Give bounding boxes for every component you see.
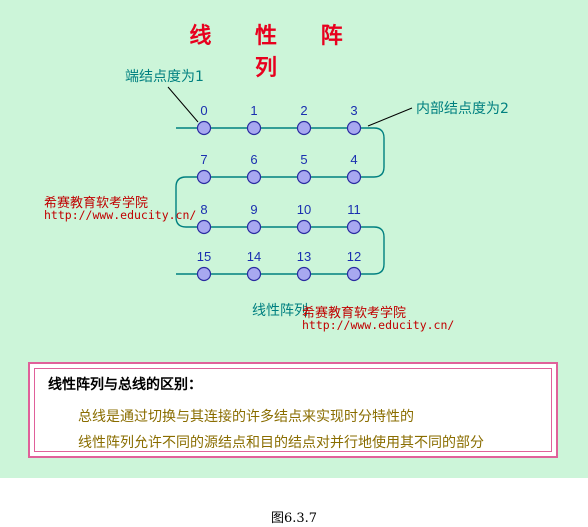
node-label: 5 [300,152,307,167]
node-label: 6 [250,152,257,167]
node-label: 12 [347,249,361,264]
node-label: 0 [200,103,207,118]
difference-line: 总线是通过切换与其连接的许多结点来实现时分特性的 [78,409,414,425]
node-5 [296,169,312,185]
watermark-name: 希赛教育软考学院 [302,306,407,321]
node-12 [346,266,362,282]
node-label: 14 [247,249,261,264]
difference-box-inner-border [34,368,552,452]
watermark-url: http://www.educity.cn/ [302,318,455,332]
end-node-pointer [167,86,199,123]
node-label: 13 [297,249,311,264]
watermark-name: 希赛教育软考学院 [44,196,149,211]
node-10 [296,219,312,235]
wire-path [175,127,385,275]
node-label: 1 [250,103,257,118]
node-11 [346,219,362,235]
node-4 [346,169,362,185]
node-8 [196,219,212,235]
node-14 [246,266,262,282]
diagram-title: 线 性 阵 列 [189,23,361,81]
linear-array-label: 线性阵列 [252,303,308,319]
node-label: 4 [350,152,357,167]
inner-node-pointer [367,107,413,127]
inner-node-annotation: 内部结点度为2 [416,101,509,117]
node-label: 11 [347,202,361,217]
node-0 [196,120,212,136]
node-label: 2 [300,103,307,118]
node-label: 8 [200,202,207,217]
node-2 [296,120,312,136]
node-label: 3 [350,103,357,118]
difference-heading: 线性阵列与总线的区别： [48,377,202,393]
node-label: 15 [197,249,211,264]
node-9 [246,219,262,235]
node-6 [246,169,262,185]
node-label: 7 [200,152,207,167]
watermark-url: http://www.educity.cn/ [44,208,197,222]
node-3 [346,120,362,136]
wire-line [175,127,385,275]
node-7 [196,169,212,185]
difference-box: 线性阵列与总线的区别： 总线是通过切换与其连接的许多结点来实现时分特性的 线性阵… [28,362,558,458]
node-1 [246,120,262,136]
node-label: 10 [297,202,311,217]
figure-caption: 图6.3.7 [270,511,318,526]
node-label: 9 [250,202,257,217]
node-15 [196,266,212,282]
node-13 [296,266,312,282]
difference-line: 线性阵列允许不同的源结点和目的结点对并行地使用其不同的部分 [78,435,484,451]
end-node-annotation: 端结点度为1 [125,69,204,85]
